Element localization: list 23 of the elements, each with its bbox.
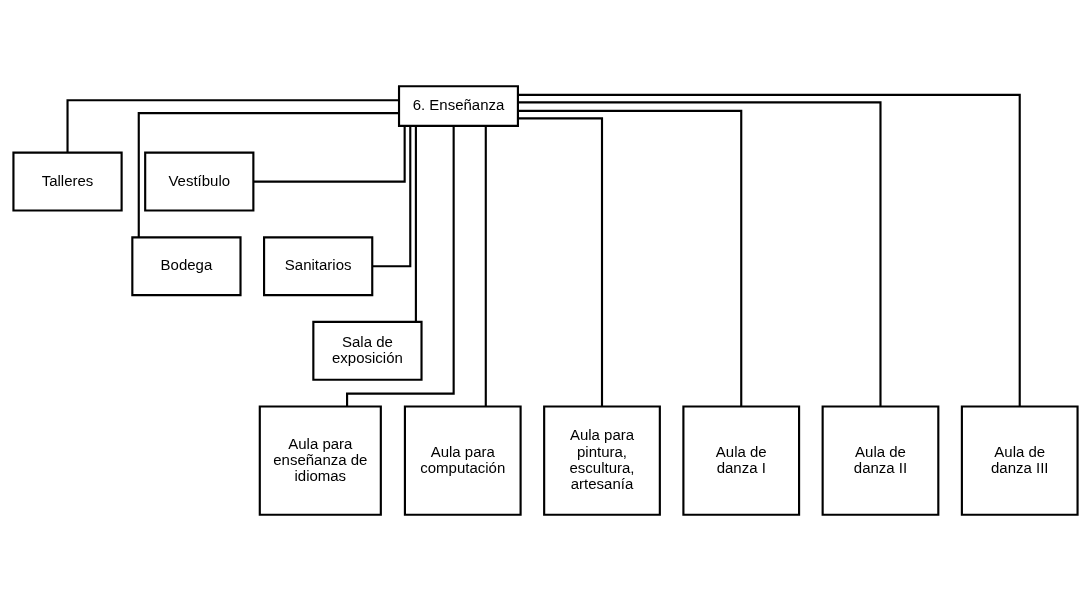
connector xyxy=(414,126,417,322)
node-box: Aula para enseñanza de idiomas xyxy=(258,405,382,516)
node-box: Vestíbulo xyxy=(144,151,255,212)
connector xyxy=(518,93,1021,407)
node-box: Sanitarios xyxy=(263,236,374,297)
node-box: Aula de danza III xyxy=(960,405,1079,516)
node-box: 6. Enseñanza xyxy=(397,85,519,127)
connector xyxy=(253,125,406,183)
node-box: Aula para pintura, escultura, artesanía xyxy=(543,405,661,516)
node-box: Bodega xyxy=(131,236,242,297)
connector xyxy=(372,126,412,268)
connector xyxy=(518,109,743,407)
node-box: Sala de exposición xyxy=(312,320,423,381)
connector xyxy=(518,101,882,407)
connector xyxy=(484,126,487,407)
connector xyxy=(518,117,604,407)
node-box: Talleres xyxy=(12,151,123,212)
node-box: Aula para computación xyxy=(403,405,522,516)
connector xyxy=(137,112,399,238)
connector xyxy=(66,99,399,153)
connector xyxy=(346,126,455,407)
node-box: Aula de danza I xyxy=(682,405,801,516)
node-box: Aula de danza II xyxy=(821,405,940,516)
